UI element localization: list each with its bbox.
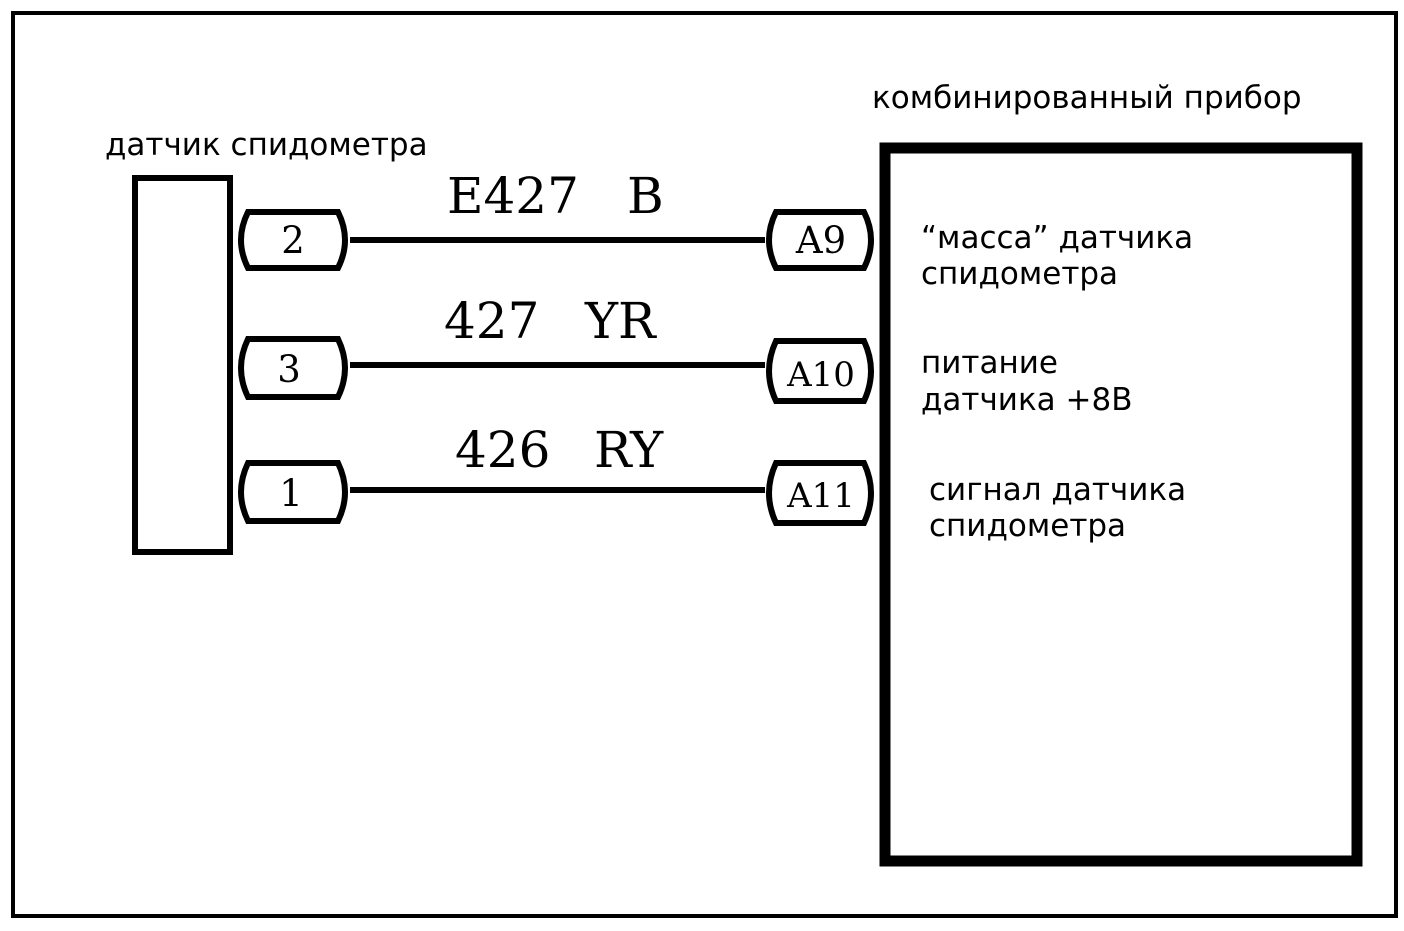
signal-description-line1: “масса” датчика xyxy=(921,220,1193,256)
wire-code-label: E427 xyxy=(447,167,579,225)
sensor-pin-label: 1 xyxy=(279,472,303,515)
sensor-body xyxy=(132,175,233,555)
sensor-pin-terminal xyxy=(238,336,348,400)
cluster-pin-terminal xyxy=(766,460,874,526)
signal-description-line2: спидометра xyxy=(929,508,1126,544)
wire-code-label: 427 xyxy=(444,292,539,350)
signal-description-line1: питание xyxy=(921,345,1058,381)
wire-code-label: 426 xyxy=(455,421,550,479)
wire-color-label: B xyxy=(627,167,664,225)
cluster-pin-label: A10 xyxy=(786,355,855,395)
sensor-pin-label: 2 xyxy=(281,219,305,262)
cluster-pin-label: A9 xyxy=(795,219,846,262)
wire-row-3: 1 A11 426 RY сигнал датчика спидометра xyxy=(238,421,1186,544)
sensor-pin-terminal xyxy=(238,460,348,524)
cluster-body xyxy=(879,142,1363,867)
sensor-pin-terminal xyxy=(238,209,348,271)
signal-description-line2: спидометра xyxy=(921,256,1118,292)
cluster-pin-terminal xyxy=(766,209,874,271)
sensor-title: датчик спидометра xyxy=(105,127,428,163)
wire-color-label: RY xyxy=(594,421,664,479)
sensor-pin-label: 3 xyxy=(277,348,301,391)
wire-row-1: 2 A9 E427 B “масса” датчика спидометра xyxy=(238,167,1193,292)
signal-description-line2: датчика +8В xyxy=(921,382,1133,418)
wire-row-2: 3 A10 427 YR питание датчика +8В xyxy=(238,292,1133,418)
cluster-pin-terminal xyxy=(766,338,874,404)
cluster-title: комбинированный прибор xyxy=(872,80,1302,116)
cluster-pin-label: A11 xyxy=(786,476,855,516)
wire-color-label: YR xyxy=(584,292,657,350)
outer-frame xyxy=(11,11,1398,918)
signal-description-line1: сигнал датчика xyxy=(929,472,1186,508)
